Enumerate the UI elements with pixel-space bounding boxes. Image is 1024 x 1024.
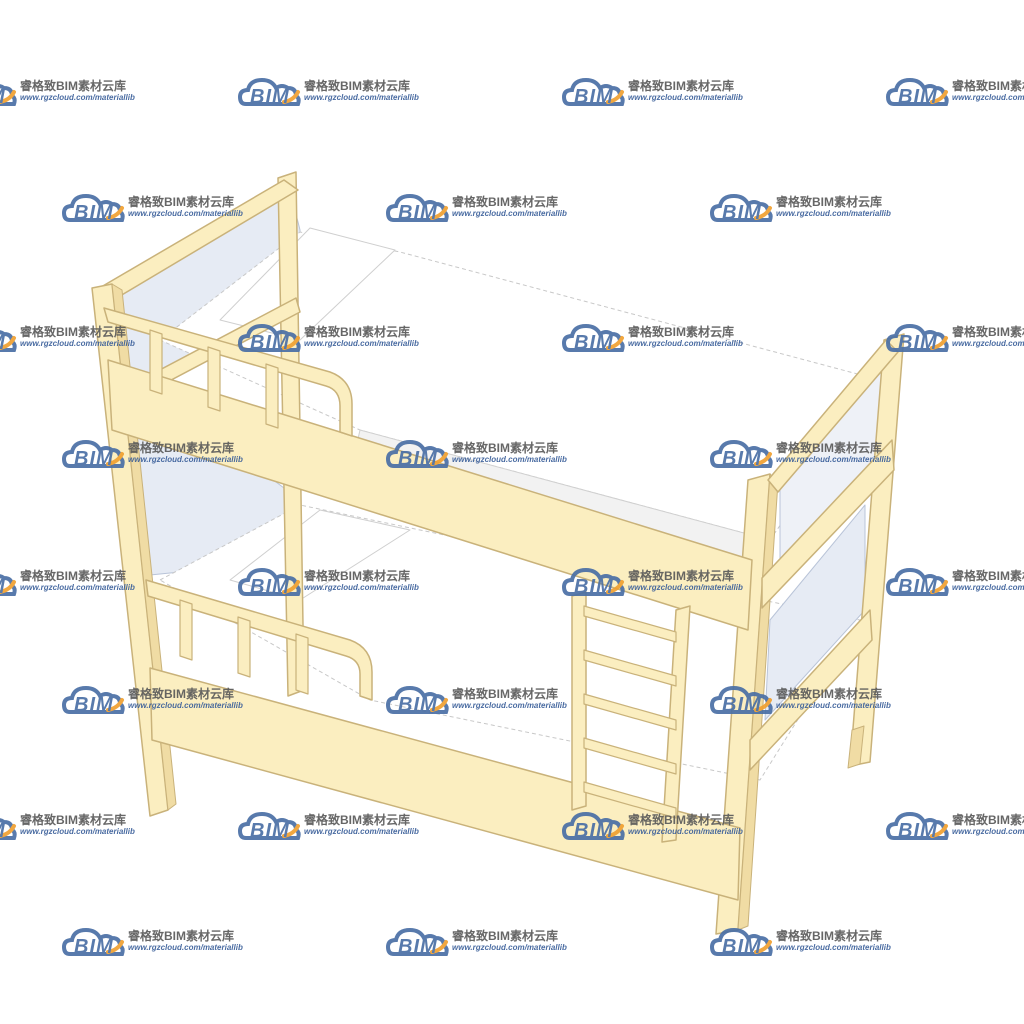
- ladder-rung: [583, 605, 677, 643]
- ladder-rung: [583, 737, 677, 775]
- lower-rail-bar: [179, 599, 193, 661]
- upper-rail-bar: [265, 363, 279, 429]
- upper-guard-rail: [103, 307, 353, 437]
- right-end-top-rail: [767, 339, 899, 493]
- right-end-mid-rail: [761, 439, 895, 609]
- upper-rail-bar: [149, 329, 163, 395]
- lower-side-board: [149, 667, 741, 901]
- ladder-rung: [583, 649, 677, 687]
- ladder-rung: [583, 693, 677, 731]
- upper-side-board: [107, 359, 753, 631]
- upper-rail-bar: [207, 346, 221, 412]
- lower-rail-bar: [295, 633, 309, 695]
- lower-guard-rail: [145, 579, 373, 701]
- right-end-low-rail: [749, 609, 873, 771]
- lower-rail-bar: [237, 616, 251, 678]
- right-back-foot: [847, 725, 865, 769]
- ladder-rung: [583, 781, 677, 819]
